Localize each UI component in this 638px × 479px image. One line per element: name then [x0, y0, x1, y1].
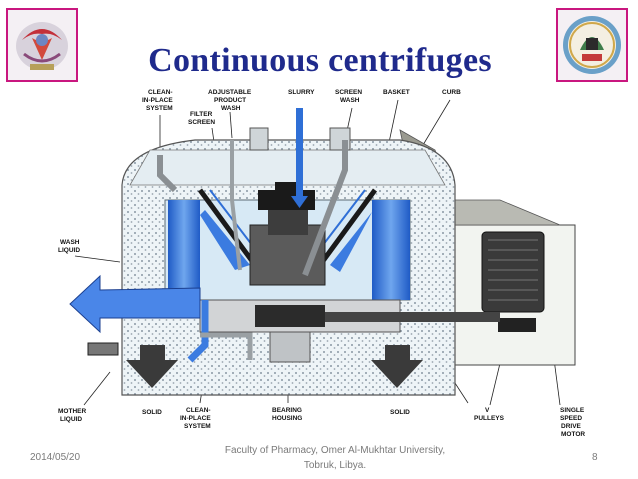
university-logo-right — [556, 8, 628, 82]
label-wash-liquid: WASH — [60, 239, 80, 246]
label-solid-right: SOLID — [390, 409, 410, 416]
label-cip-top: CLEAN- — [148, 89, 173, 96]
label-motor-4: MOTOR — [561, 431, 585, 438]
label-bearing-housing: BEARING — [272, 407, 302, 414]
label-cip-top-3: SYSTEM — [146, 105, 173, 112]
cip-top-pipe — [157, 155, 178, 193]
footer-affiliation-line2: Tobruk, Libya. — [303, 460, 367, 471]
right-liquid-film — [372, 200, 410, 300]
crest-emblem-icon — [16, 22, 68, 70]
university-logo-left — [6, 8, 78, 82]
label-motor-3: DRIVE — [561, 423, 582, 430]
slurry-arrow-icon — [291, 196, 308, 208]
label-filter-screen-2: SCREEN — [188, 119, 215, 126]
mother-liquid-outlet — [87, 342, 119, 356]
motor-pulley — [498, 318, 536, 332]
inner-right-spray — [330, 212, 372, 272]
footer-affiliation: Faculty of Pharmacy, Omer Al-Mukhtar Uni… — [210, 443, 460, 473]
label-adjustable-wash-2: PRODUCT — [214, 97, 246, 104]
label-motor: SINGLE — [560, 407, 585, 414]
wash-liquid-duct — [187, 300, 209, 363]
label-bearing-housing-2: HOUSING — [272, 415, 302, 422]
cip-bottom-pipe — [200, 332, 253, 360]
footer-affiliation-line1: Faculty of Pharmacy, Omer Al-Mukhtar Uni… — [224, 445, 446, 456]
screen-wash-pipe — [302, 140, 348, 277]
left-liquid-film — [168, 200, 200, 300]
label-cip-bottom-2: IN-PLACE — [180, 415, 211, 422]
label-basket: BASKET — [383, 89, 410, 96]
label-mother-liquid-2: LIQUID — [60, 416, 82, 423]
label-cip-top-2: IN-PLACE — [142, 97, 173, 104]
university-seal-icon — [563, 16, 621, 74]
label-adjustable-wash: ADJUSTABLE — [208, 89, 252, 96]
label-curb: CURB — [442, 89, 461, 96]
label-solid-left: SOLID — [142, 409, 162, 416]
label-v-pulleys-2: PULLEYS — [474, 415, 505, 422]
label-slurry: SLURRY — [288, 89, 315, 96]
product-wash-pipe — [230, 140, 242, 271]
wash-liquid-outlet-arrow — [69, 274, 201, 334]
label-cip-bottom: CLEAN- — [186, 407, 211, 414]
solid-right-arrow — [371, 345, 423, 388]
bearing-base — [269, 331, 311, 363]
v-belt — [325, 312, 500, 322]
label-motor-2: SPEED — [560, 415, 582, 422]
slide-title: Continuous centrifuges — [148, 42, 492, 79]
label-adjustable-wash-3: WASH — [221, 105, 241, 112]
label-filter-screen: FILTER — [190, 111, 213, 118]
label-screen-wash: SCREEN — [335, 89, 362, 96]
label-screen-wash-2: WASH — [340, 97, 360, 104]
lid-nozzle-1 — [249, 127, 269, 151]
vessel-lid — [129, 149, 446, 186]
slurry-feed-pipe — [296, 108, 303, 198]
spindle-neck — [268, 210, 308, 235]
label-v-pulleys: V — [485, 407, 490, 414]
bearing-housing — [255, 305, 325, 327]
page-number: 8 — [592, 452, 598, 463]
solid-left-arrow — [126, 345, 178, 388]
drive-motor — [481, 231, 545, 313]
label-cip-bottom-3: SYSTEM — [184, 423, 211, 430]
footer-date: 2014/05/20 — [30, 452, 81, 463]
label-wash-liquid-2: LIQUID — [58, 247, 80, 254]
label-mother-liquid: MOTHER — [58, 408, 86, 415]
motor-fins — [488, 239, 538, 301]
